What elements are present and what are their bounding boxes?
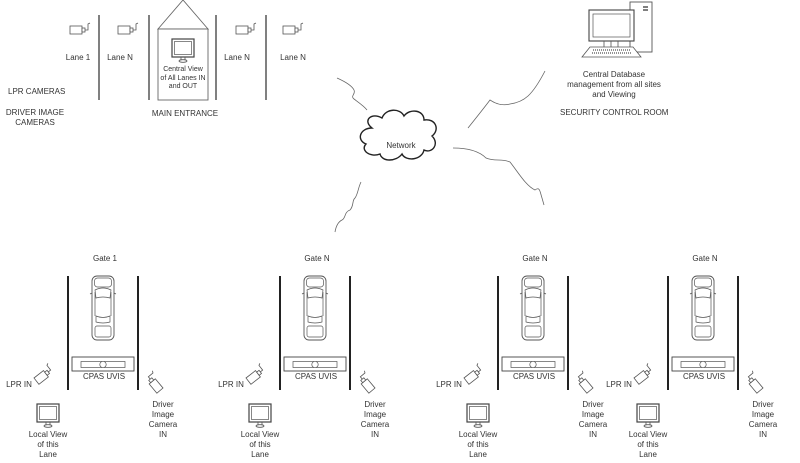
driver-camera-icon	[143, 370, 166, 394]
link-control-room	[467, 70, 546, 129]
gate-lane	[31, 275, 166, 428]
gate-lane	[243, 275, 378, 428]
lpr-camera-icon	[282, 22, 304, 35]
cpas-uvis-label: CPAS UVIS	[682, 372, 726, 381]
lane-label: Lane N	[224, 53, 250, 62]
lpr-in-label: LPR IN	[606, 380, 632, 389]
desktop-computer-icon	[581, 1, 653, 58]
lane-label: Lane N	[280, 53, 306, 62]
lpr-camera-icon	[235, 22, 257, 35]
uvis-scanner-icon	[71, 356, 135, 372]
network-links	[334, 70, 546, 233]
local-monitor-icon	[248, 403, 272, 428]
local-view-label: Local View of this Lane	[240, 430, 280, 459]
security-control-room-title: SECURITY CONTROL ROOM	[560, 108, 669, 117]
uvis-scanner-icon	[501, 356, 565, 372]
gate-title: Gate N	[692, 254, 718, 263]
link-gates-left	[334, 181, 362, 233]
driver-camera-icon	[355, 370, 378, 394]
cpas-uvis-label: CPAS UVIS	[512, 372, 556, 381]
car-icon	[301, 275, 329, 341]
uvis-scanner-icon	[671, 356, 735, 372]
local-view-label: Local View of this Lane	[458, 430, 498, 459]
network-label: Network	[386, 141, 416, 150]
gate-lane	[461, 275, 596, 428]
central-database-label: Central Database management from all sit…	[567, 70, 661, 99]
car-icon	[689, 275, 717, 341]
main-entrance	[69, 0, 304, 101]
driver-image-camera-label: Driver Image Camera IN	[748, 400, 778, 439]
central-view-booth	[157, 0, 209, 101]
car-icon	[519, 275, 547, 341]
lpr-camera-icon	[31, 362, 56, 385]
driver-image-camera-label: Driver Image Camera IN	[578, 400, 608, 439]
driver-image-camera-label: Driver Image Camera IN	[148, 400, 178, 439]
lpr-camera-icon	[461, 362, 486, 385]
link-gates-right	[452, 147, 545, 206]
lpr-camera-icon	[117, 22, 139, 35]
main-entrance-title: MAIN ENTRANCE	[151, 109, 219, 118]
cpas-uvis-label: CPAS UVIS	[294, 372, 338, 381]
cpas-uvis-label: CPAS UVIS	[82, 372, 126, 381]
central-view-label: Central View of All Lanes IN and OUT	[160, 66, 206, 90]
gate-title: Gate N	[522, 254, 548, 263]
driver-camera-icon	[573, 370, 596, 394]
driver-camera-icon	[743, 370, 766, 394]
lpr-in-label: LPR IN	[436, 380, 462, 389]
link-main-entrance	[336, 77, 368, 111]
lpr-camera-icon	[69, 22, 91, 35]
local-monitor-icon	[36, 403, 60, 428]
local-monitor-icon	[466, 403, 490, 428]
gate-lane	[631, 275, 766, 428]
uvis-scanner-icon	[283, 356, 347, 372]
lane-label: Lane N	[107, 53, 133, 62]
gate-title: Gate 1	[92, 254, 117, 263]
local-view-label: Local View of this Lane	[28, 430, 68, 459]
lane-label: Lane 1	[65, 53, 91, 62]
lpr-in-label: LPR IN	[218, 380, 244, 389]
lpr-cameras-label: LPR CAMERAS	[8, 87, 66, 96]
local-monitor-icon	[636, 403, 660, 428]
driver-image-camera-label: Driver Image Camera IN	[360, 400, 390, 439]
gate-title: Gate N	[304, 254, 330, 263]
driver-image-cameras-label: DRIVER IMAGE CAMERAS	[5, 108, 65, 127]
lpr-in-label: LPR IN	[6, 380, 32, 389]
lpr-camera-icon	[631, 362, 656, 385]
local-view-label: Local View of this Lane	[628, 430, 668, 459]
lpr-camera-icon	[243, 362, 268, 385]
network-cloud-icon	[359, 109, 437, 161]
car-icon	[89, 275, 117, 341]
